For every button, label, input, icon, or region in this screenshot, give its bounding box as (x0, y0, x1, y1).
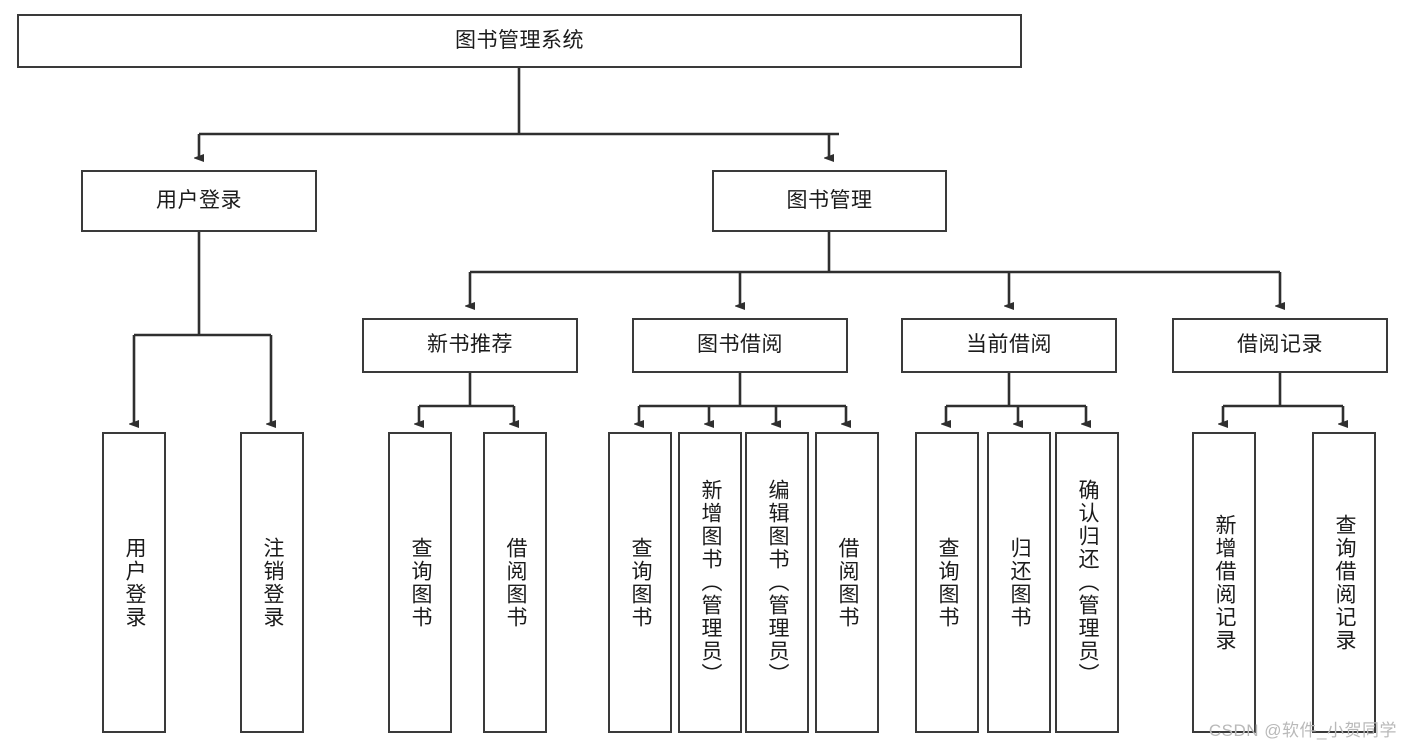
node-borrow-records[interactable]: 借阅记录 (1172, 318, 1388, 373)
leaf-borrow-edit-book-admin[interactable]: 编辑图书（管理员） (745, 432, 809, 733)
node-label: 确认归还（管理员） (1076, 479, 1100, 686)
leaf-current-confirm-return-admin[interactable]: 确认归还（管理员） (1055, 432, 1119, 733)
node-book-borrow[interactable]: 图书借阅 (632, 318, 848, 373)
node-label: 用户登录 (123, 536, 147, 629)
node-label: 新增图书（管理员） (699, 479, 723, 686)
node-book-management[interactable]: 图书管理 (712, 170, 947, 232)
node-current-borrow[interactable]: 当前借阅 (901, 318, 1117, 373)
node-label: 查询图书 (409, 536, 433, 629)
node-label: 借阅记录 (1237, 333, 1323, 357)
leaf-current-query-book[interactable]: 查询图书 (915, 432, 979, 733)
node-label: 当前借阅 (966, 333, 1052, 357)
node-label: 归还图书 (1008, 536, 1032, 629)
leaf-records-add-record[interactable]: 新增借阅记录 (1192, 432, 1256, 733)
node-root-system[interactable]: 图书管理系统 (17, 14, 1022, 68)
node-label: 新书推荐 (427, 333, 513, 357)
leaf-borrow-add-book-admin[interactable]: 新增图书（管理员） (678, 432, 742, 733)
node-label: 用户登录 (156, 188, 242, 212)
node-label: 借阅图书 (836, 536, 860, 629)
node-user-login[interactable]: 用户登录 (81, 170, 317, 232)
node-label: 查询图书 (629, 536, 653, 629)
node-label: 编辑图书（管理员） (766, 479, 790, 686)
leaf-borrow-borrow-book[interactable]: 借阅图书 (815, 432, 879, 733)
watermark: CSDN @软件_小贺同学 (1208, 721, 1397, 740)
node-label: 图书管理系统 (455, 28, 584, 52)
leaf-user-login-logout[interactable]: 注销登录 (240, 432, 304, 733)
leaf-recommend-borrow-book[interactable]: 借阅图书 (483, 432, 547, 733)
leaf-borrow-query-book[interactable]: 查询图书 (608, 432, 672, 733)
node-new-book-recommend[interactable]: 新书推荐 (362, 318, 578, 373)
node-label: 查询图书 (936, 536, 960, 629)
leaf-records-query-record[interactable]: 查询借阅记录 (1312, 432, 1376, 733)
leaf-user-login-login[interactable]: 用户登录 (102, 432, 166, 733)
leaf-current-return-book[interactable]: 归还图书 (987, 432, 1051, 733)
leaf-recommend-query-book[interactable]: 查询图书 (388, 432, 452, 733)
node-label: 查询借阅记录 (1333, 513, 1357, 652)
node-label: 图书借阅 (697, 333, 783, 357)
node-label: 图书管理 (786, 188, 873, 212)
node-label: 新增借阅记录 (1213, 513, 1237, 652)
node-label: 注销登录 (261, 536, 285, 629)
node-label: 借阅图书 (504, 536, 528, 629)
